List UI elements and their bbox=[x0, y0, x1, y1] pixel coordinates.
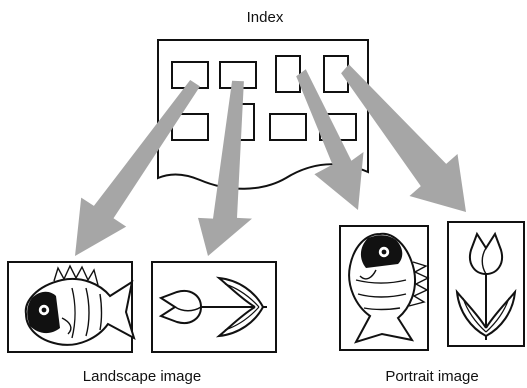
portrait-image-tulip bbox=[447, 221, 525, 347]
portrait-image-fish bbox=[339, 225, 429, 351]
landscape-image-tulip bbox=[151, 261, 277, 353]
landscape-image-fish bbox=[7, 261, 135, 353]
portrait-image-label: Portrait image bbox=[385, 368, 478, 385]
index-thumbnail bbox=[269, 113, 307, 141]
landscape-image-label: Landscape image bbox=[83, 368, 201, 385]
arrow-landscape-tulip bbox=[198, 80, 252, 256]
arrow-portrait-fish bbox=[296, 69, 364, 210]
arrow-portrait-tulip bbox=[341, 64, 466, 213]
index-thumbnail bbox=[275, 55, 301, 93]
index-label: Index bbox=[247, 9, 284, 26]
arrow-landscape-fish bbox=[75, 80, 200, 256]
